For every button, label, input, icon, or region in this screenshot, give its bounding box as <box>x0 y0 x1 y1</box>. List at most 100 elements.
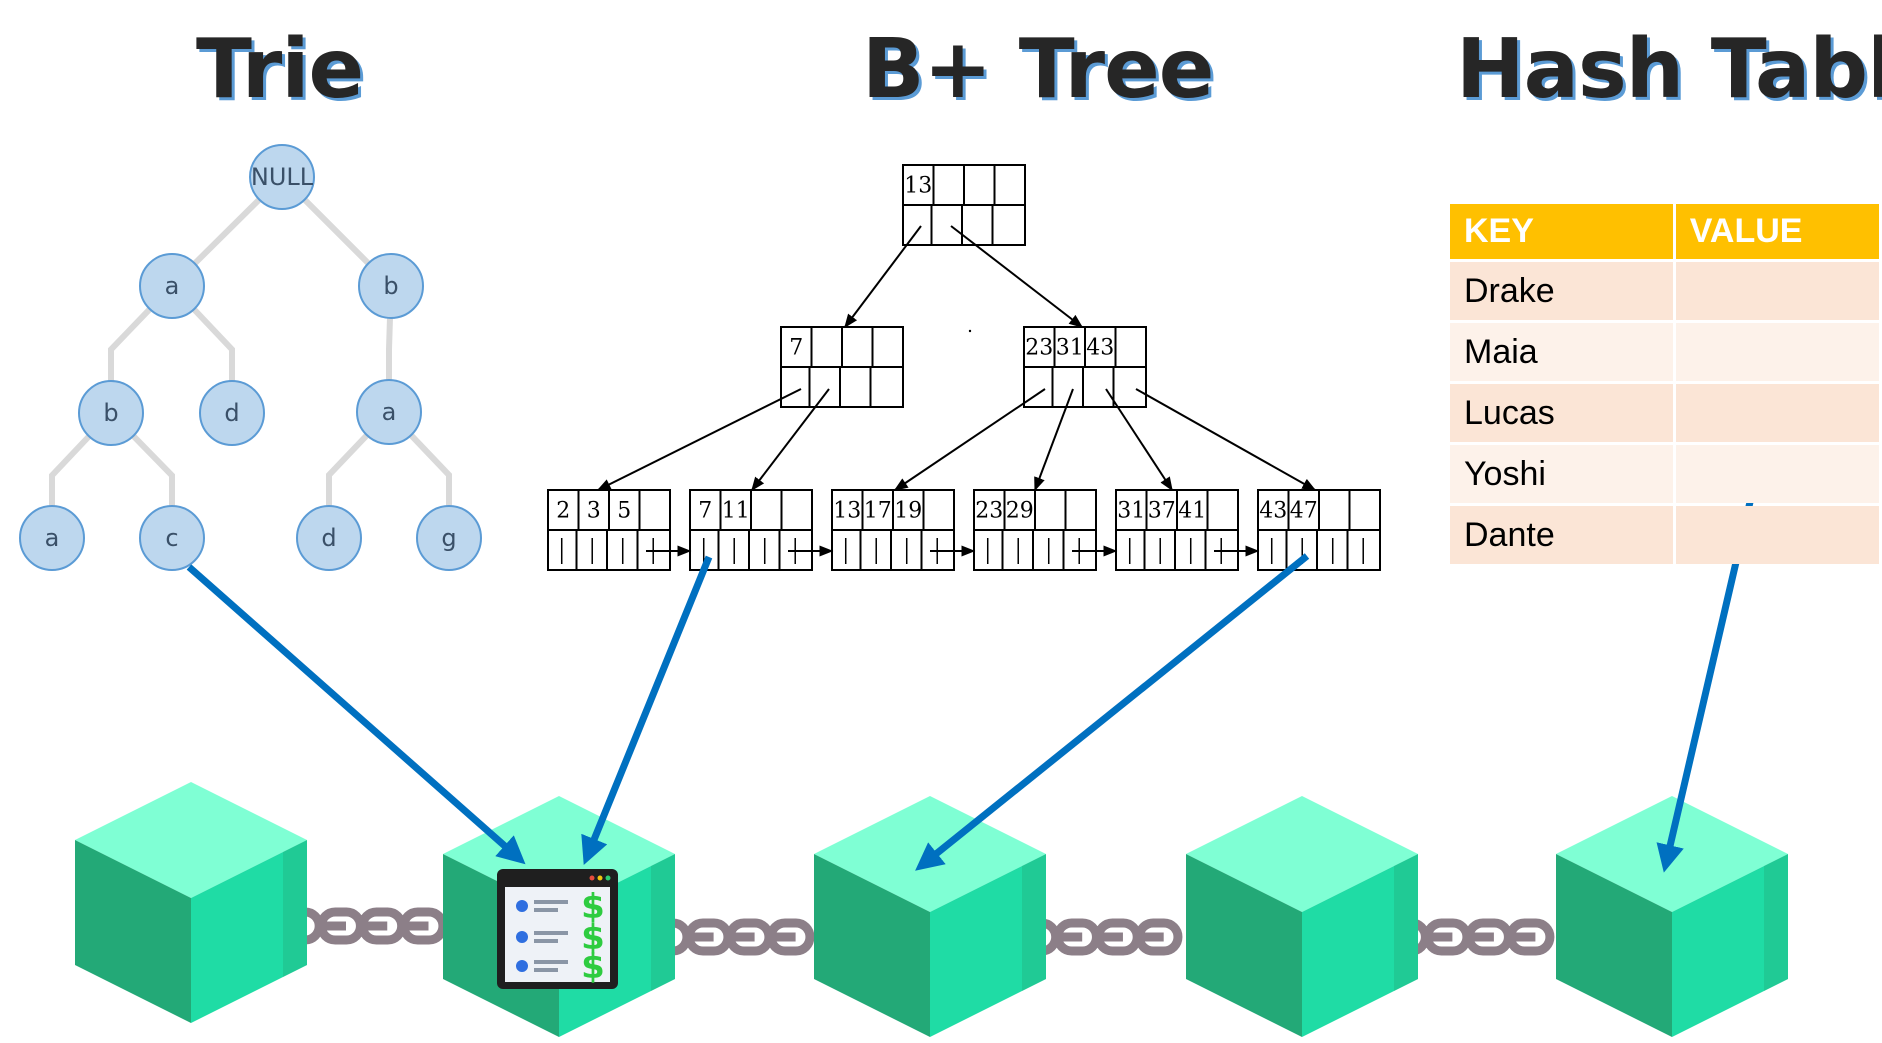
bplus-key: 7 <box>698 499 712 524</box>
ledger-line <box>534 900 568 904</box>
blockchain-block-cube <box>1186 796 1418 1037</box>
bplus-key: 7 <box>789 336 803 361</box>
ledger-dollar-icon: $$$ <box>497 869 618 989</box>
bplus-stray-dot <box>968 329 972 333</box>
bplus-internal-node: 7 <box>780 326 904 408</box>
dollar-sign-icon: $ <box>581 887 605 927</box>
bplus-key: 31 <box>1117 499 1145 524</box>
cube-edge-shade <box>1022 854 1046 991</box>
ledger-bullet <box>516 960 528 972</box>
bplus-key: 13 <box>904 174 932 199</box>
pointer-arrow <box>186 564 526 865</box>
bplus-leaf-node: 7 11 <box>689 489 813 571</box>
trie-node-c1: c <box>139 505 205 571</box>
bplus-pointer-arrow <box>1135 388 1317 491</box>
bplus-pointer-arrow <box>893 388 1046 491</box>
trie-node-root: NULL <box>249 144 315 210</box>
trie-node-circle <box>19 505 85 571</box>
hash-value-cell <box>1675 506 1879 564</box>
ledger-line <box>534 908 558 912</box>
cube-left-face <box>814 854 930 1037</box>
trie-node-circle <box>199 380 265 446</box>
bplus-key: 41 <box>1178 499 1206 524</box>
bplus-key: 23 <box>975 499 1003 524</box>
dollar-sign-icon: $ <box>581 947 605 987</box>
table-row: Yoshi <box>1450 445 1879 503</box>
trie-node-a2: a <box>356 379 422 445</box>
table-row: Maia <box>1450 323 1879 381</box>
trie-node-circle <box>78 380 144 446</box>
table-row: Lucas <box>1450 384 1879 442</box>
trie-node-a3: a <box>19 505 85 571</box>
pointer-arrow <box>915 553 1310 871</box>
ledger-bullet <box>516 931 528 943</box>
bplus-key: 17 <box>864 499 892 524</box>
trie-node-label: d <box>224 399 239 427</box>
ledger-dot <box>597 875 603 881</box>
blockchain-block-cube <box>75 782 307 1023</box>
trie-node-circle <box>416 505 482 571</box>
hash-key-cell: Dante <box>1450 506 1673 564</box>
hash-value-cell <box>1675 445 1879 503</box>
trie-title: Trie <box>196 22 364 117</box>
bplus-key: 13 <box>833 499 861 524</box>
hash-table-header-row: KEY VALUE <box>1450 204 1879 259</box>
hash-value-cell <box>1675 323 1879 381</box>
hash-value-header: VALUE <box>1675 204 1879 259</box>
table-row: Dante <box>1450 506 1879 564</box>
bplus-root-node: 13 <box>902 164 1026 246</box>
blockchain-blocks <box>75 782 1788 1037</box>
bplus-pointer-arrow <box>844 225 922 329</box>
trie-node-a1: a <box>139 253 205 319</box>
trie-node-label: c <box>165 524 178 552</box>
trie-node-label: a <box>382 398 397 426</box>
hash-table-title: Hash Table <box>1456 22 1882 117</box>
ledger-dot <box>605 875 611 881</box>
bplus-key: 2 <box>556 499 570 524</box>
cube-right-face <box>930 854 1046 1037</box>
trie-node-label: b <box>383 272 398 300</box>
trie-node-label: NULL <box>251 163 314 191</box>
bplus-key: 23 <box>1025 336 1053 361</box>
hash-key-cell: Yoshi <box>1450 445 1673 503</box>
trie-node-d2: d <box>296 505 362 571</box>
cube-edge-shade <box>1764 854 1788 991</box>
hash-key-cell: Drake <box>1450 262 1673 320</box>
ledger-line <box>534 931 568 935</box>
bplus-key: 11 <box>722 499 750 524</box>
hash-value-cell <box>1675 384 1879 442</box>
trie-node-circle <box>139 505 205 571</box>
bplus-pointer-arrow <box>1034 388 1074 492</box>
cube-left-face <box>1556 854 1672 1037</box>
trie-node-circle <box>296 505 362 571</box>
trie-node-label: a <box>45 524 60 552</box>
hash-key-cell: Maia <box>1450 323 1673 381</box>
cube-right-face <box>191 840 307 1023</box>
cube-left-face <box>1186 854 1302 1037</box>
hash-value-cell <box>1675 262 1879 320</box>
trie-node-circle <box>356 379 422 445</box>
trie-edges <box>49 174 452 538</box>
cube-edge-shade <box>1394 854 1418 991</box>
bplus-pointer-arrow <box>950 225 1084 328</box>
ledger-bullet <box>516 900 528 912</box>
trie-node-circle <box>249 144 315 210</box>
blockchain-block-cube <box>814 796 1046 1037</box>
bplus-pointer-arrow <box>751 388 830 492</box>
cube-right-face <box>1302 854 1418 1037</box>
hash-key-cell: Lucas <box>1450 384 1673 442</box>
bplus-key: 3 <box>587 499 601 524</box>
bplus-key: 47 <box>1290 499 1318 524</box>
bplus-pointer-arrow <box>596 388 802 491</box>
ledger-line <box>534 939 558 943</box>
trie-node-circle <box>139 253 205 319</box>
bplus-key: 37 <box>1148 499 1176 524</box>
